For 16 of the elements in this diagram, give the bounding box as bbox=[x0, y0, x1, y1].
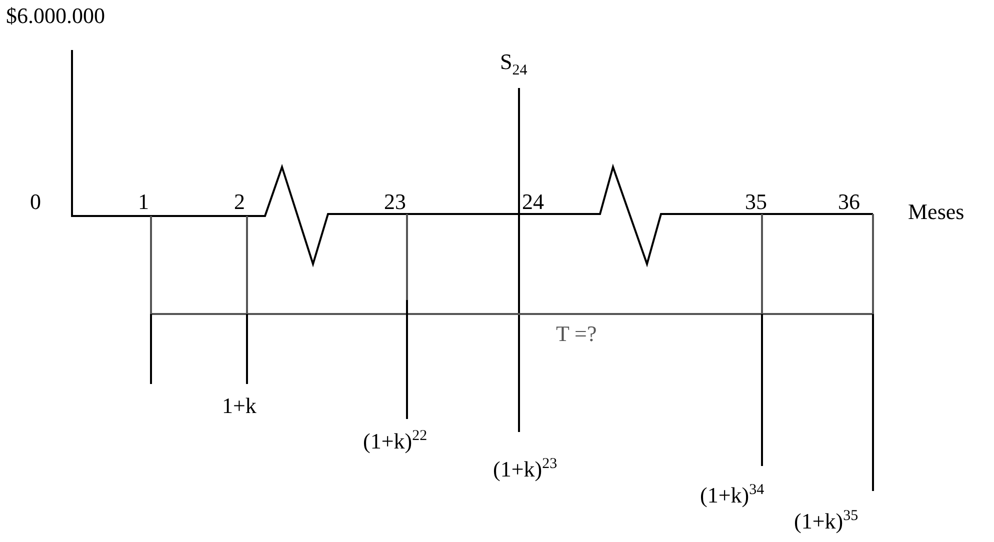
tick-label: 1 bbox=[138, 190, 149, 214]
tick-label: 35 bbox=[745, 190, 767, 214]
factor-label: 1+k bbox=[222, 394, 256, 418]
tick-label: 24 bbox=[522, 190, 544, 214]
factor-label: (1+k)$^{22}$ bbox=[363, 428, 428, 454]
tick-label: 2 bbox=[234, 190, 245, 214]
tick-label: 36 bbox=[838, 190, 860, 214]
tick-label: 0 bbox=[30, 190, 41, 214]
factor-label: (1+k)$^{34}$ bbox=[700, 482, 764, 508]
axis-label: Meses bbox=[908, 200, 964, 224]
factor-label: (1+k)$^{35}$ bbox=[794, 508, 858, 534]
amount-label: $6.000.000 bbox=[6, 4, 105, 28]
formula-label: T =? bbox=[556, 322, 597, 346]
factor-label: (1+k)$^{23}$ bbox=[493, 456, 558, 482]
tick-label: 23 bbox=[384, 190, 406, 214]
amount-label: S$_{24}$ bbox=[500, 50, 528, 79]
